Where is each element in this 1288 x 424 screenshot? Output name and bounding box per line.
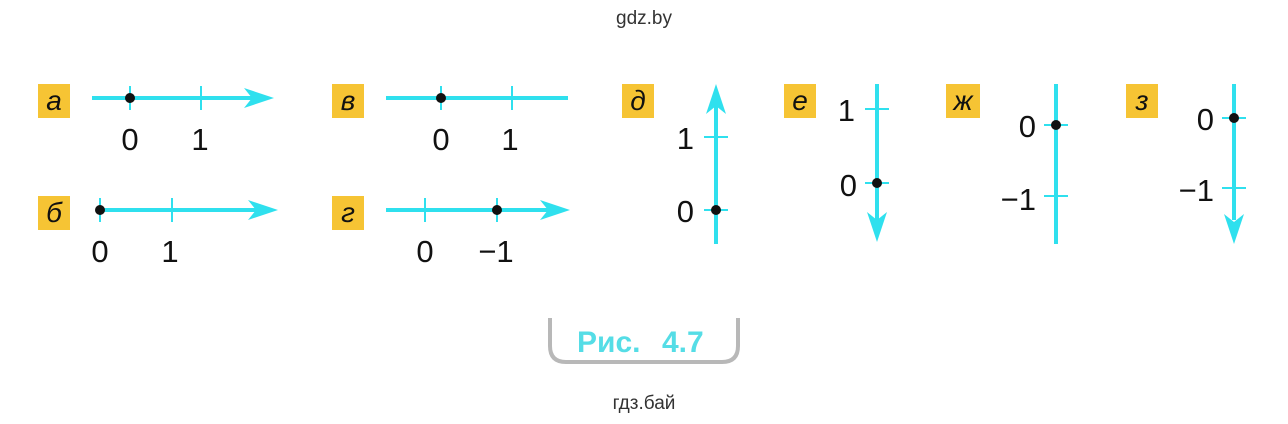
letter-a: а <box>46 85 62 116</box>
watermark-top: gdz.by <box>616 8 672 29</box>
letter-badge-e <box>784 84 816 118</box>
tick-label-zh-0: 0 <box>1019 109 1036 144</box>
letter-b: б <box>46 197 63 228</box>
letter-badge-zh <box>946 84 980 118</box>
tick-label-b-1: 1 <box>161 234 178 269</box>
arrow-head-z <box>1224 214 1244 244</box>
point-dot-d <box>711 205 721 215</box>
number-line-g: г 0 −1 <box>332 196 570 269</box>
tick-label-e-1: 1 <box>838 93 855 128</box>
watermark-bottom: гдз.бай <box>612 393 676 414</box>
tick-label-a-1: 1 <box>191 122 208 157</box>
letter-e: е <box>792 85 808 116</box>
letter-badge-v <box>332 84 364 118</box>
tick-label-d-1: 1 <box>677 121 694 156</box>
tick-label-g-0: 0 <box>416 234 433 269</box>
number-line-b: б 0 1 <box>38 196 278 269</box>
arrow-head-d <box>706 84 726 114</box>
point-dot-z <box>1229 113 1239 123</box>
figure-caption: Рис. 4.7 <box>548 318 740 364</box>
point-dot-a <box>125 93 135 103</box>
arrow-head-a <box>244 88 274 108</box>
number-line-v: в 0 1 <box>332 84 568 157</box>
tick-label-z-0: 0 <box>1197 102 1214 137</box>
point-dot-v <box>436 93 446 103</box>
tick-label-v-1: 1 <box>501 122 518 157</box>
point-dot-g <box>492 205 502 215</box>
arrow-head-b <box>248 200 278 220</box>
number-line-a: а 0 1 <box>38 84 274 157</box>
letter-g: г <box>341 197 355 228</box>
letter-d: д <box>630 85 645 116</box>
tick-label-zh-1: −1 <box>1001 182 1036 217</box>
letter-badge-b <box>38 196 70 230</box>
arrow-head-g <box>540 200 570 220</box>
tick-label-b-0: 0 <box>91 234 108 269</box>
letter-zh: ж <box>951 85 974 116</box>
caption-bracket <box>548 318 740 364</box>
tick-label-z-1: −1 <box>1179 173 1214 208</box>
letter-badge-a <box>38 84 70 118</box>
point-dot-b <box>95 205 105 215</box>
tick-label-d-0: 0 <box>677 194 694 229</box>
point-dot-zh <box>1051 120 1061 130</box>
letter-badge-d <box>622 84 654 118</box>
letter-z: з <box>1134 85 1148 116</box>
tick-label-e-0: 0 <box>840 168 857 203</box>
letter-badge-g <box>332 196 364 230</box>
letter-badge-z <box>1126 84 1158 118</box>
arrow-head-e <box>867 212 887 242</box>
number-line-z: з 0 −1 <box>1126 84 1246 244</box>
caption-number: 4.7 <box>662 326 704 359</box>
caption-word: Рис. <box>577 326 640 359</box>
number-line-e: е 1 0 <box>784 84 889 242</box>
tick-label-a-0: 0 <box>121 122 138 157</box>
letter-v: в <box>341 85 356 116</box>
tick-label-g-1: −1 <box>478 234 513 269</box>
number-line-d: д 1 0 <box>622 84 728 244</box>
number-line-zh: ж 0 −1 <box>946 84 1068 244</box>
tick-label-v-0: 0 <box>432 122 449 157</box>
point-dot-e <box>872 178 882 188</box>
